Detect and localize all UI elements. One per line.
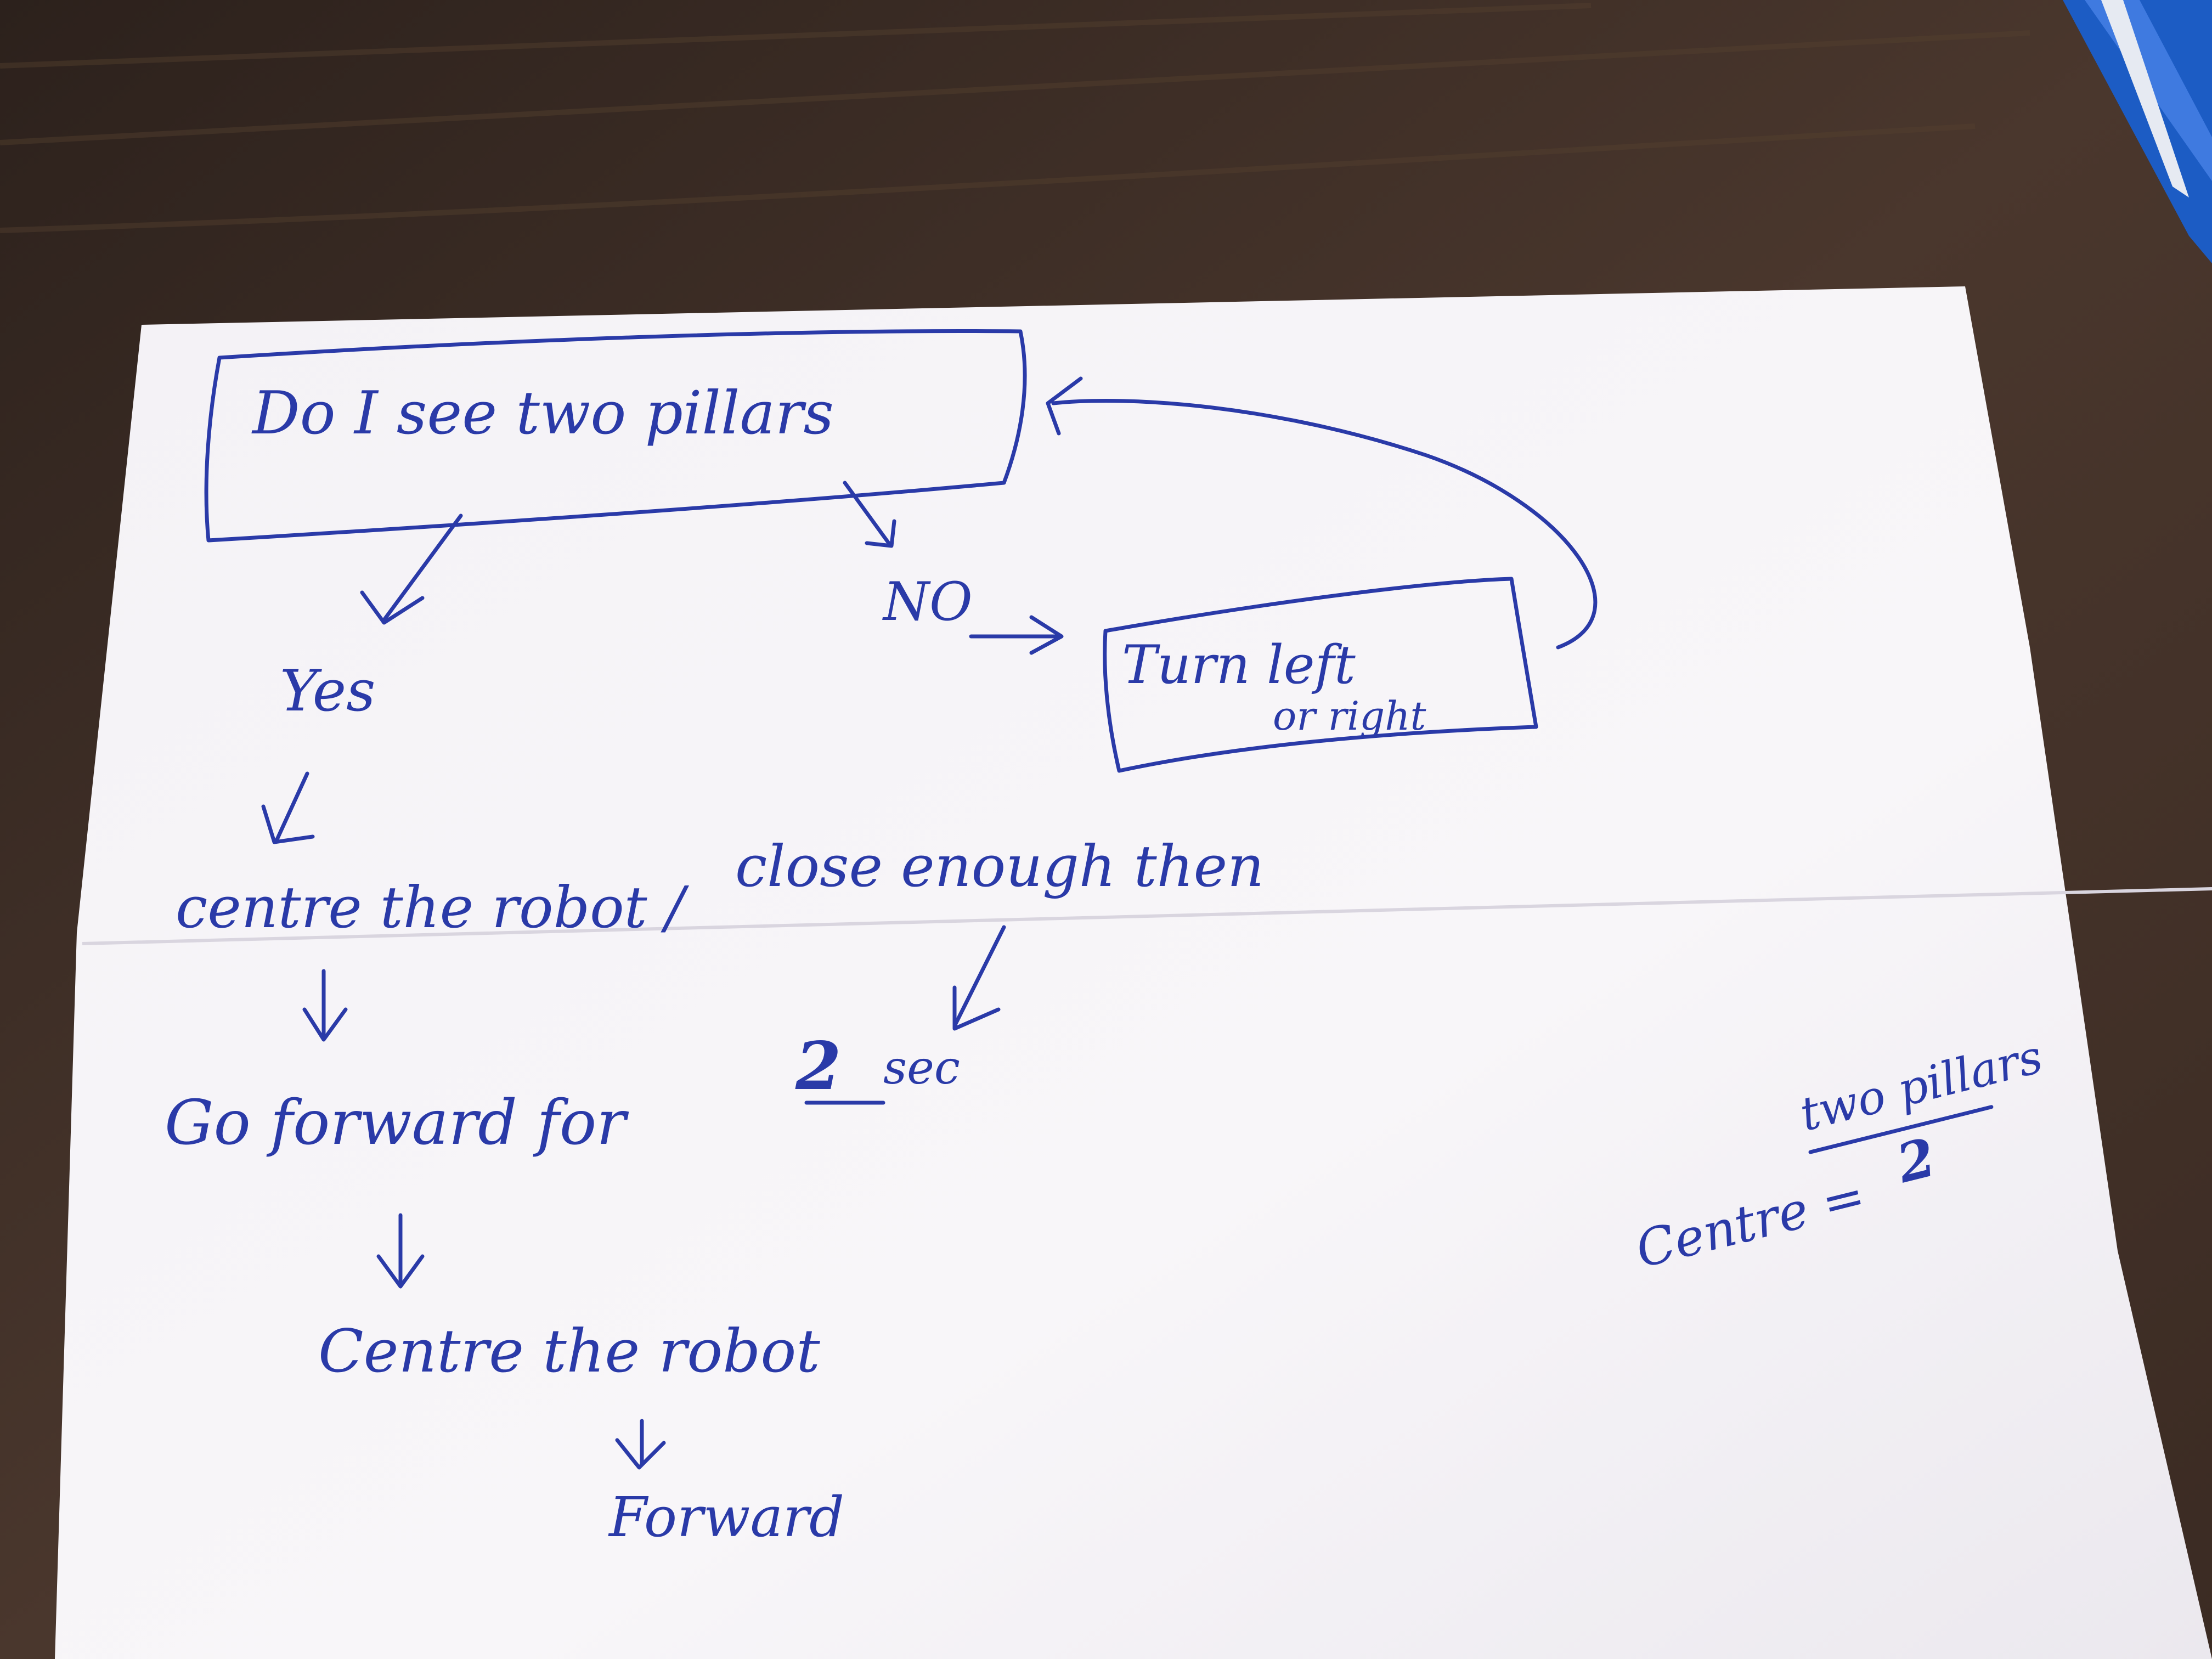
turn-action-line2: or right: [1273, 693, 1427, 739]
step-centre-robot: centre the robot /: [176, 874, 690, 941]
arrow-centre-to-forward: [302, 969, 348, 1042]
arrow-yes-to-centre: [261, 771, 315, 844]
arrow-to-yes: [360, 514, 463, 625]
loop-back-arrow-head: [1046, 376, 1083, 436]
formula-fraction-bar: [1808, 1105, 1994, 1154]
desk-wood-grain: [0, 3, 2030, 233]
marker-pen-icon: [2063, 0, 2212, 263]
step-close-enough: close enough then: [735, 833, 1264, 900]
arrow-to-no: [843, 481, 896, 548]
arrow-centre-to-forward-final: [615, 1419, 666, 1470]
decision-box-outline: [204, 329, 1027, 543]
turn-action-node: Turn left or right: [1103, 577, 1538, 773]
decision-question-text: Do I see two pillars: [251, 379, 834, 448]
paper-sheet: [55, 286, 2212, 1659]
step-go-forward: Go forward for 2 sec: [165, 1028, 960, 1159]
no-branch-label: NO: [882, 571, 973, 633]
yes-branch-label: Yes: [280, 657, 376, 724]
step-forward-final: Forward: [608, 1485, 844, 1549]
turn-action-line1: Turn left: [1122, 634, 1356, 696]
turn-box-outline: [1103, 577, 1538, 773]
go-forward-text: Go forward for: [165, 1087, 629, 1159]
go-forward-seconds-unit: sec: [883, 1041, 960, 1094]
arrow-no-to-turn: [969, 615, 1064, 655]
arrow-close-enough-to-sec: [952, 925, 1006, 1031]
loop-back-arrow: [1051, 398, 1598, 650]
go-forward-seconds-value: 2: [795, 1028, 842, 1105]
decision-node: Do I see two pillars: [204, 329, 1027, 543]
step-centre-robot-again: Centre the robot: [318, 1317, 820, 1386]
arrow-forward-to-centre: [376, 1213, 425, 1289]
